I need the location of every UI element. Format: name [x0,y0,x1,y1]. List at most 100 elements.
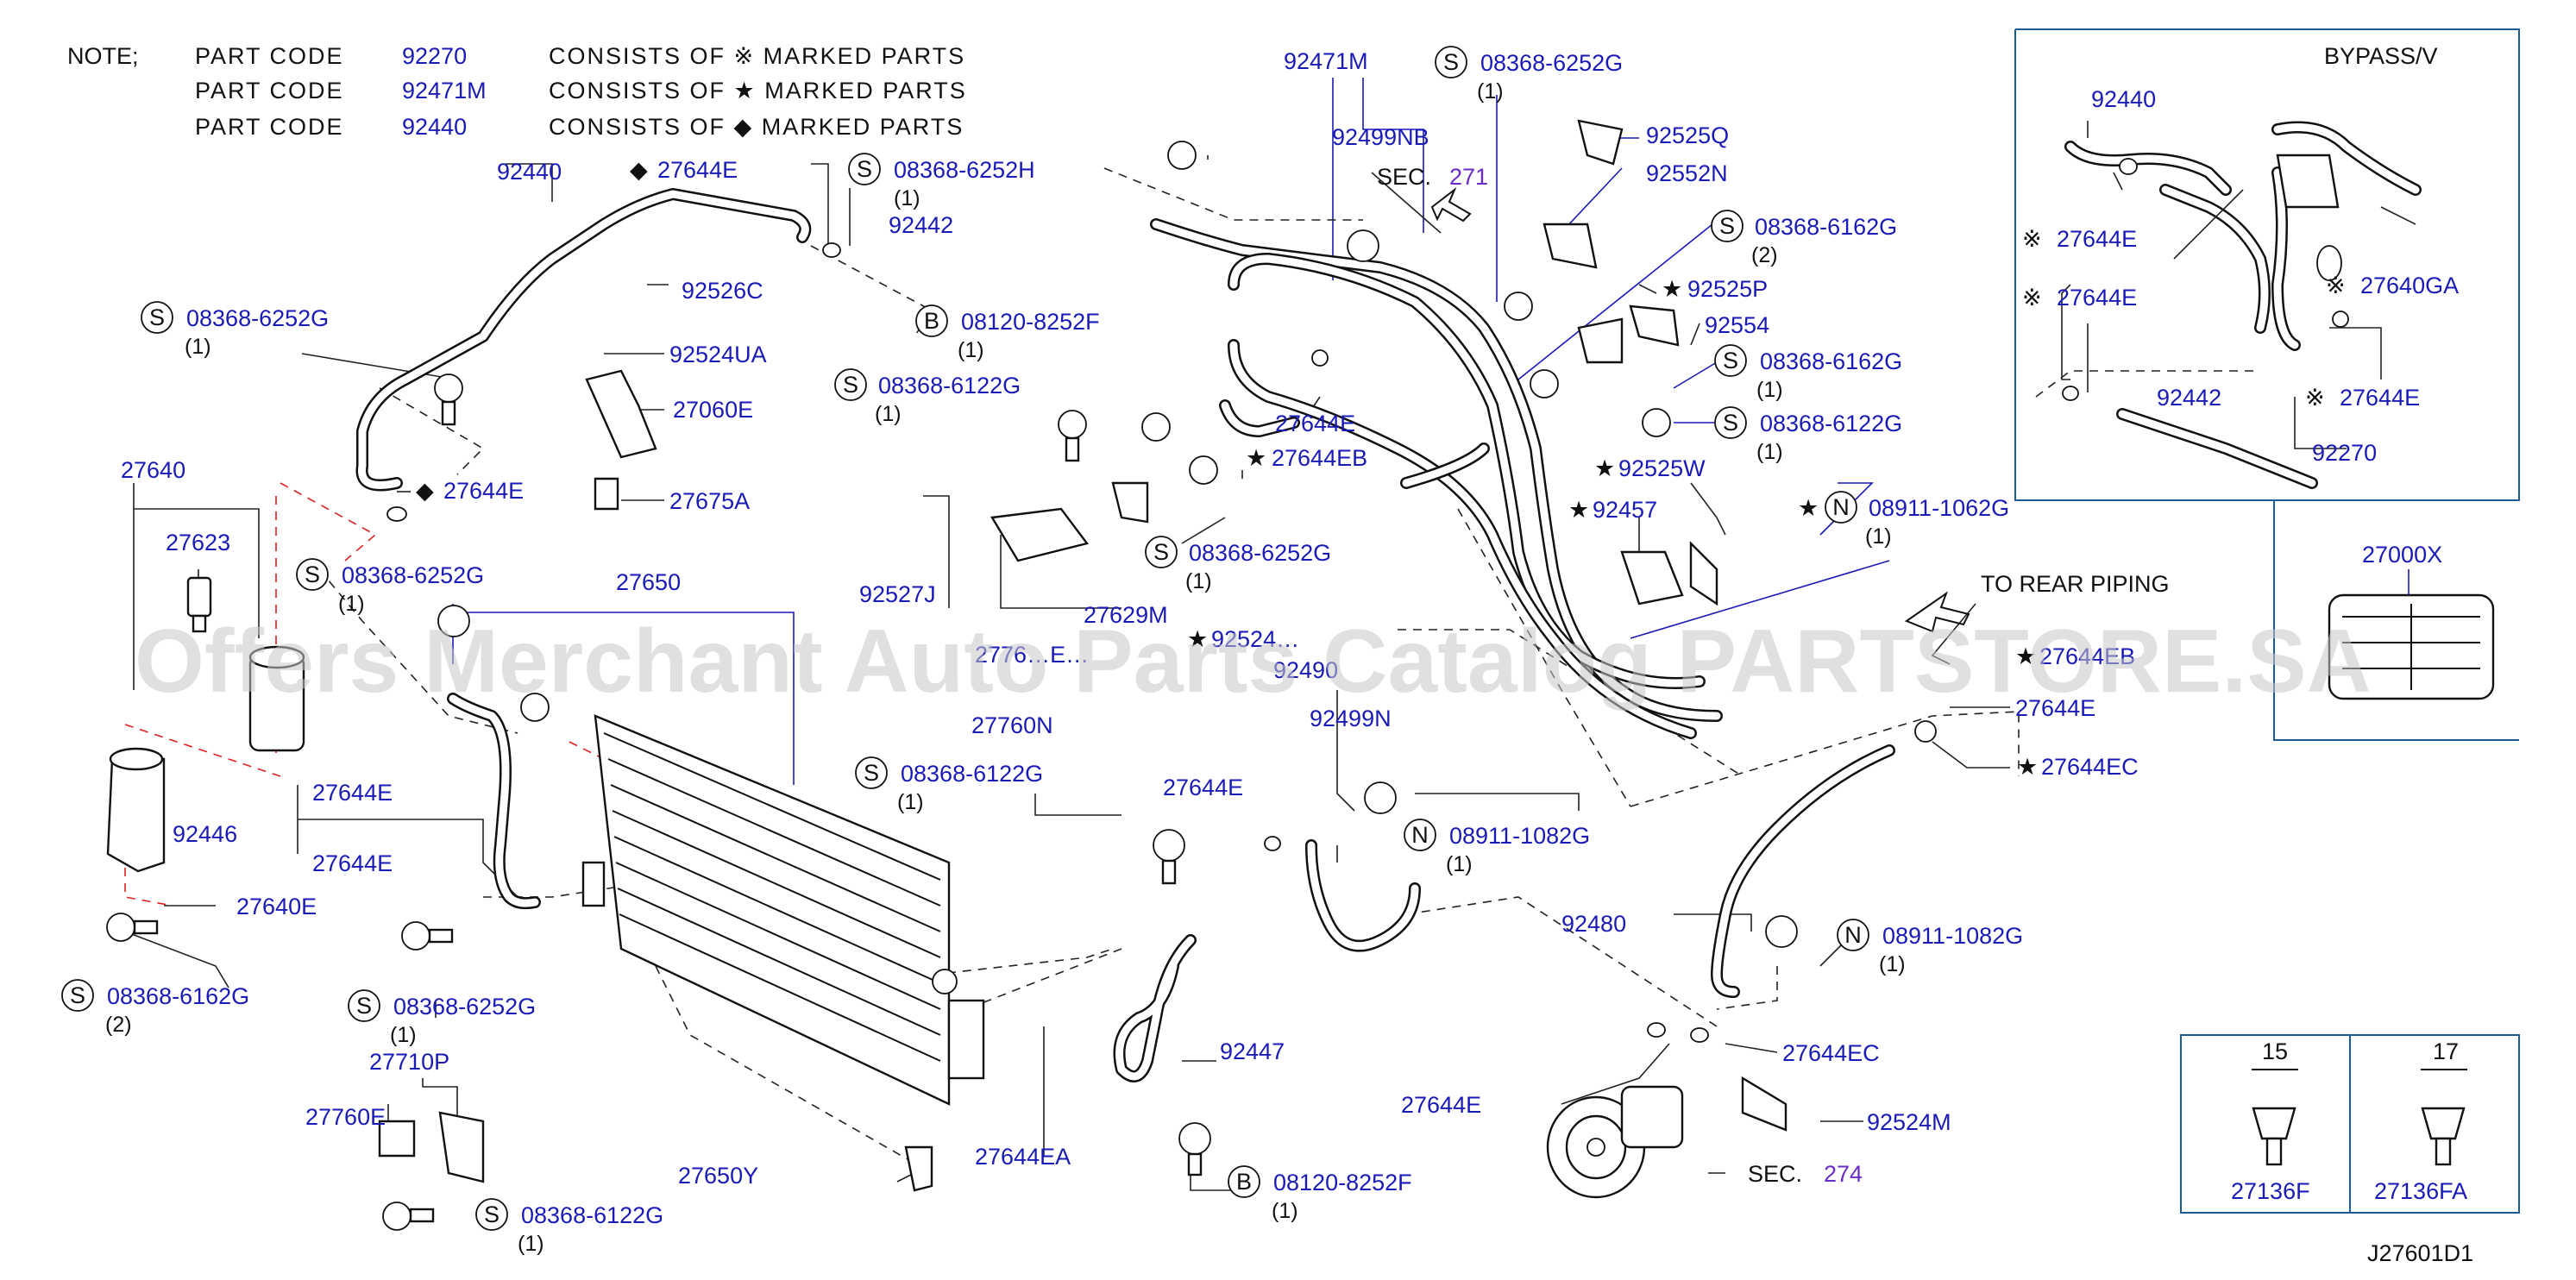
bypass-label-92440[interactable]: 92440 [2091,86,2156,112]
bypass-leader-3 [2113,172,2123,191]
label-27644EB-a[interactable]: 27644EB [1272,445,1367,471]
label-92499NB[interactable]: 92499NB [1332,124,1429,150]
bypass-label-27644E-3[interactable]: 27644E [2340,385,2420,411]
label-92525W[interactable]: 92525W [1618,455,1706,481]
bypass-label-27644E-2[interactable]: 27644E [2057,285,2137,311]
label-27644EB-b[interactable]: 27644EB [2039,643,2135,669]
label-27650Y[interactable]: 27650Y [678,1163,758,1189]
label-08368-6162G-b[interactable]: 08368-6162G [1760,348,1902,374]
part-27000X[interactable]: 27000X [2362,542,2442,568]
label-27675A[interactable]: 27675A [669,488,750,514]
label-27644E-d2[interactable]: 27644E [443,478,524,504]
label-27623[interactable]: 27623 [166,530,230,555]
label-08120-8252F-b[interactable]: 08120-8252F [1273,1170,1412,1195]
label-08368-6252G-c[interactable]: 08368-6252G [1189,540,1331,566]
label-92552N[interactable]: 92552N [1646,160,1728,186]
label-92440[interactable]: 92440 [497,159,562,185]
label-92526C[interactable]: 92526C [682,278,763,304]
label-27644EC-a[interactable]: 27644EC [2041,754,2139,780]
label-27644E-m1[interactable]: 27644E [1275,411,1355,436]
clip-27136F[interactable] [2252,1107,2296,1166]
bypass-label-27644E-1[interactable]: 27644E [2057,226,2137,252]
bypass-label-92442[interactable]: 92442 [2157,385,2221,411]
label-08368-6252H[interactable]: 08368-6252H [894,157,1035,183]
leader-6162G-b [1673,361,1718,389]
note-3-code[interactable]: 92440 [402,114,467,140]
label-08368-6122G-a[interactable]: 08368-6122G [878,373,1021,398]
label-92490[interactable]: 92490 [1273,657,1338,683]
note-1-code[interactable]: 92270 [402,43,467,69]
qty-6252H: (1) [894,186,920,210]
label-08368-6122G-c[interactable]: 08368-6122G [521,1202,663,1228]
label-08911-1082G-b[interactable]: 08911-1082G [1882,923,2023,949]
symbol-s-icon: S [848,153,881,185]
leader-27710P [422,1078,458,1121]
symbol-letter: S [356,993,372,1019]
label-92525P[interactable]: 92525P [1687,276,1768,302]
label-92524M[interactable]: 92524M [1867,1109,1951,1135]
label-08368-6122G-d[interactable]: 08368-6122G [901,761,1043,787]
label-92471M[interactable]: 92471M [1284,48,1368,74]
label-08368-6162G-a[interactable]: 08368-6162G [1755,214,1897,240]
compressor[interactable] [1546,1085,1684,1199]
condenser-27650[interactable] [581,714,985,1106]
detail-left-part[interactable]: 27136F [2231,1178,2310,1204]
sec-274-link[interactable]: 274 [1824,1161,1863,1187]
unit-27000X[interactable] [2328,593,2495,700]
label-2776-partial[interactable]: 2776…E… [975,642,1089,668]
bypass-connector [2273,500,2519,741]
label-08368-6162G-c[interactable]: 08368-6162G [107,983,249,1009]
label-92447[interactable]: 92447 [1220,1038,1285,1064]
bypass-label-92270[interactable]: 92270 [2312,440,2377,466]
label-27644EC-b[interactable]: 27644EC [1782,1040,1880,1066]
diagram-id: J27601D1 [2367,1240,2473,1266]
sec-271-link[interactable]: 271 [1449,164,1488,190]
symbol-letter: S [149,304,165,330]
label-27644EA[interactable]: 27644EA [975,1144,1071,1170]
label-27644E-l1[interactable]: 27644E [312,780,393,806]
label-27629M[interactable]: 27629M [1084,602,1168,628]
label-08911-1082G-a[interactable]: 08911-1082G [1449,823,1590,849]
pressure-switch-27623[interactable] [186,576,212,633]
leader-27644E-top [811,163,829,250]
label-27710P[interactable]: 27710P [369,1049,449,1075]
label-27760N[interactable]: 27760N [971,712,1053,738]
label-92527J[interactable]: 92527J [859,581,936,607]
pipe-assemblies [355,121,2422,1082]
bracket-27640E[interactable] [106,747,166,873]
label-27644E-l2[interactable]: 27644E [312,850,393,876]
label-08368-6252G-e[interactable]: 08368-6252G [393,994,536,1020]
label-27644E-b1[interactable]: 27644E [1401,1092,1481,1118]
bypass-label-27640GA[interactable]: 27640GA [2360,273,2459,298]
label-92446[interactable]: 92446 [173,821,237,847]
label-92525Q[interactable]: 92525Q [1646,122,1729,148]
label-27650[interactable]: 27650 [616,569,681,595]
label-92554[interactable]: 92554 [1705,312,1769,338]
label-27644E-c1[interactable]: 27644E [1163,775,1243,800]
note-2-code[interactable]: 92471M [402,78,487,104]
label-27644E-d1[interactable]: 27644E [657,157,738,183]
receiver-drier[interactable] [248,645,305,752]
label-08368-6252G-d[interactable]: 08368-6252G [342,562,484,588]
label-08368-6252G-b[interactable]: 08368-6252G [1480,50,1623,76]
label-92499N[interactable]: 92499N [1310,706,1392,731]
label-92524-partial[interactable]: 92524… [1211,626,1299,652]
clip-27136FA[interactable] [2421,1107,2466,1166]
label-27640E[interactable]: 27640E [236,894,317,919]
label-27060E[interactable]: 27060E [673,397,753,423]
label-08368-6122G-b[interactable]: 08368-6122G [1760,411,1902,436]
label-08368-6252G-a[interactable]: 08368-6252G [186,305,329,331]
label-08120-8252F-a[interactable]: 08120-8252F [961,309,1100,335]
label-92457[interactable]: 92457 [1593,497,1657,523]
label-08911-1062G[interactable]: 08911-1062G [1869,495,2009,521]
watermark: Offers Merchant Auto Parts Catalog PARTS… [135,612,2372,712]
symbol-s-icon: S [296,558,329,591]
label-27760E[interactable]: 27760E [305,1104,386,1130]
label-92480[interactable]: 92480 [1561,911,1626,937]
symbol-letter: S [305,562,320,587]
label-27640[interactable]: 27640 [121,457,185,483]
detail-right-part[interactable]: 27136FA [2374,1178,2467,1204]
label-92442[interactable]: 92442 [889,212,953,238]
label-27644E-r1[interactable]: 27644E [2015,695,2095,721]
label-92524UA[interactable]: 92524UA [669,342,767,367]
